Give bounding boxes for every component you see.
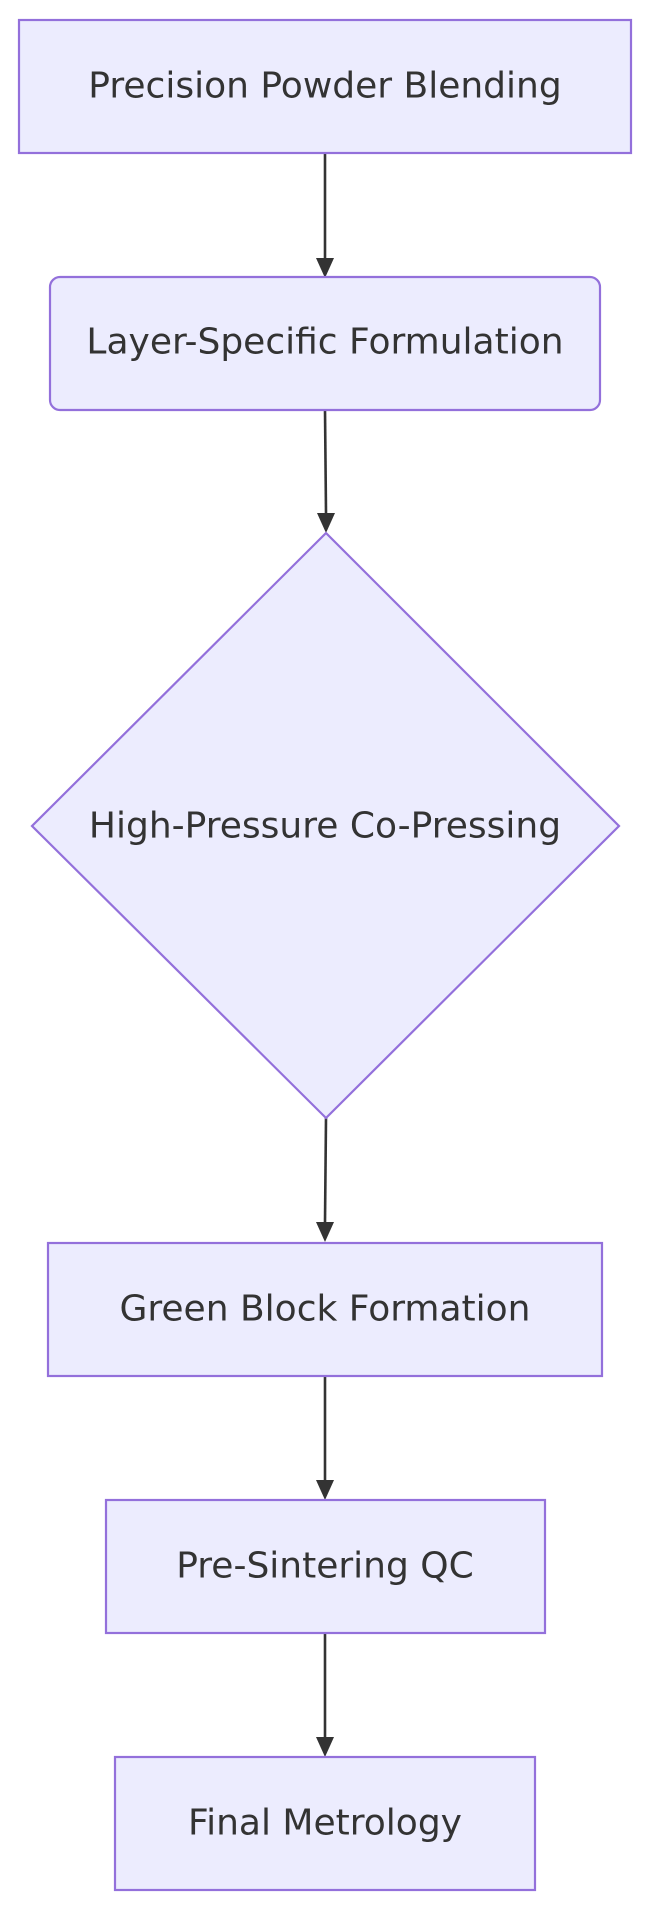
flowchart-node-high-pressure-co-pressing: High-Pressure Co-Pressing — [30, 531, 621, 1120]
node-label: Final Metrology — [188, 1803, 462, 1844]
flowchart-edges — [316, 154, 335, 1757]
node-label: Precision Powder Blending — [88, 66, 561, 107]
edge-n5-to-n6 — [316, 1633, 334, 1757]
node-box — [113, 1755, 537, 1892]
flowchart-node-pre-sintering-qc: Pre-Sintering QC — [104, 1498, 547, 1635]
node-label: Layer-Specific Formulation — [86, 322, 563, 363]
flowchart-node-layer-specific-formulation: Layer-Specific Formulation — [48, 275, 602, 412]
node-label: Pre-Sintering QC — [176, 1546, 474, 1587]
flowchart-node-precision-powder-blending: Precision Powder Blending — [17, 18, 633, 155]
node-box — [17, 18, 633, 155]
edge-n4-to-n5 — [316, 1377, 334, 1500]
flowchart-node-green-block-formation: Green Block Formation — [46, 1241, 604, 1378]
node-diamond — [30, 531, 621, 1120]
node-box — [104, 1498, 547, 1635]
flowchart-node-final-metrology: Final Metrology — [113, 1755, 537, 1892]
edge-n3-to-n4 — [316, 1117, 334, 1242]
edge-n1-to-n2 — [316, 154, 334, 278]
edge-n2-to-n3 — [317, 409, 335, 533]
node-label: High-Pressure Co-Pressing — [89, 806, 561, 847]
node-box — [48, 275, 602, 412]
node-label: Green Block Formation — [120, 1289, 531, 1330]
node-box — [46, 1241, 604, 1378]
